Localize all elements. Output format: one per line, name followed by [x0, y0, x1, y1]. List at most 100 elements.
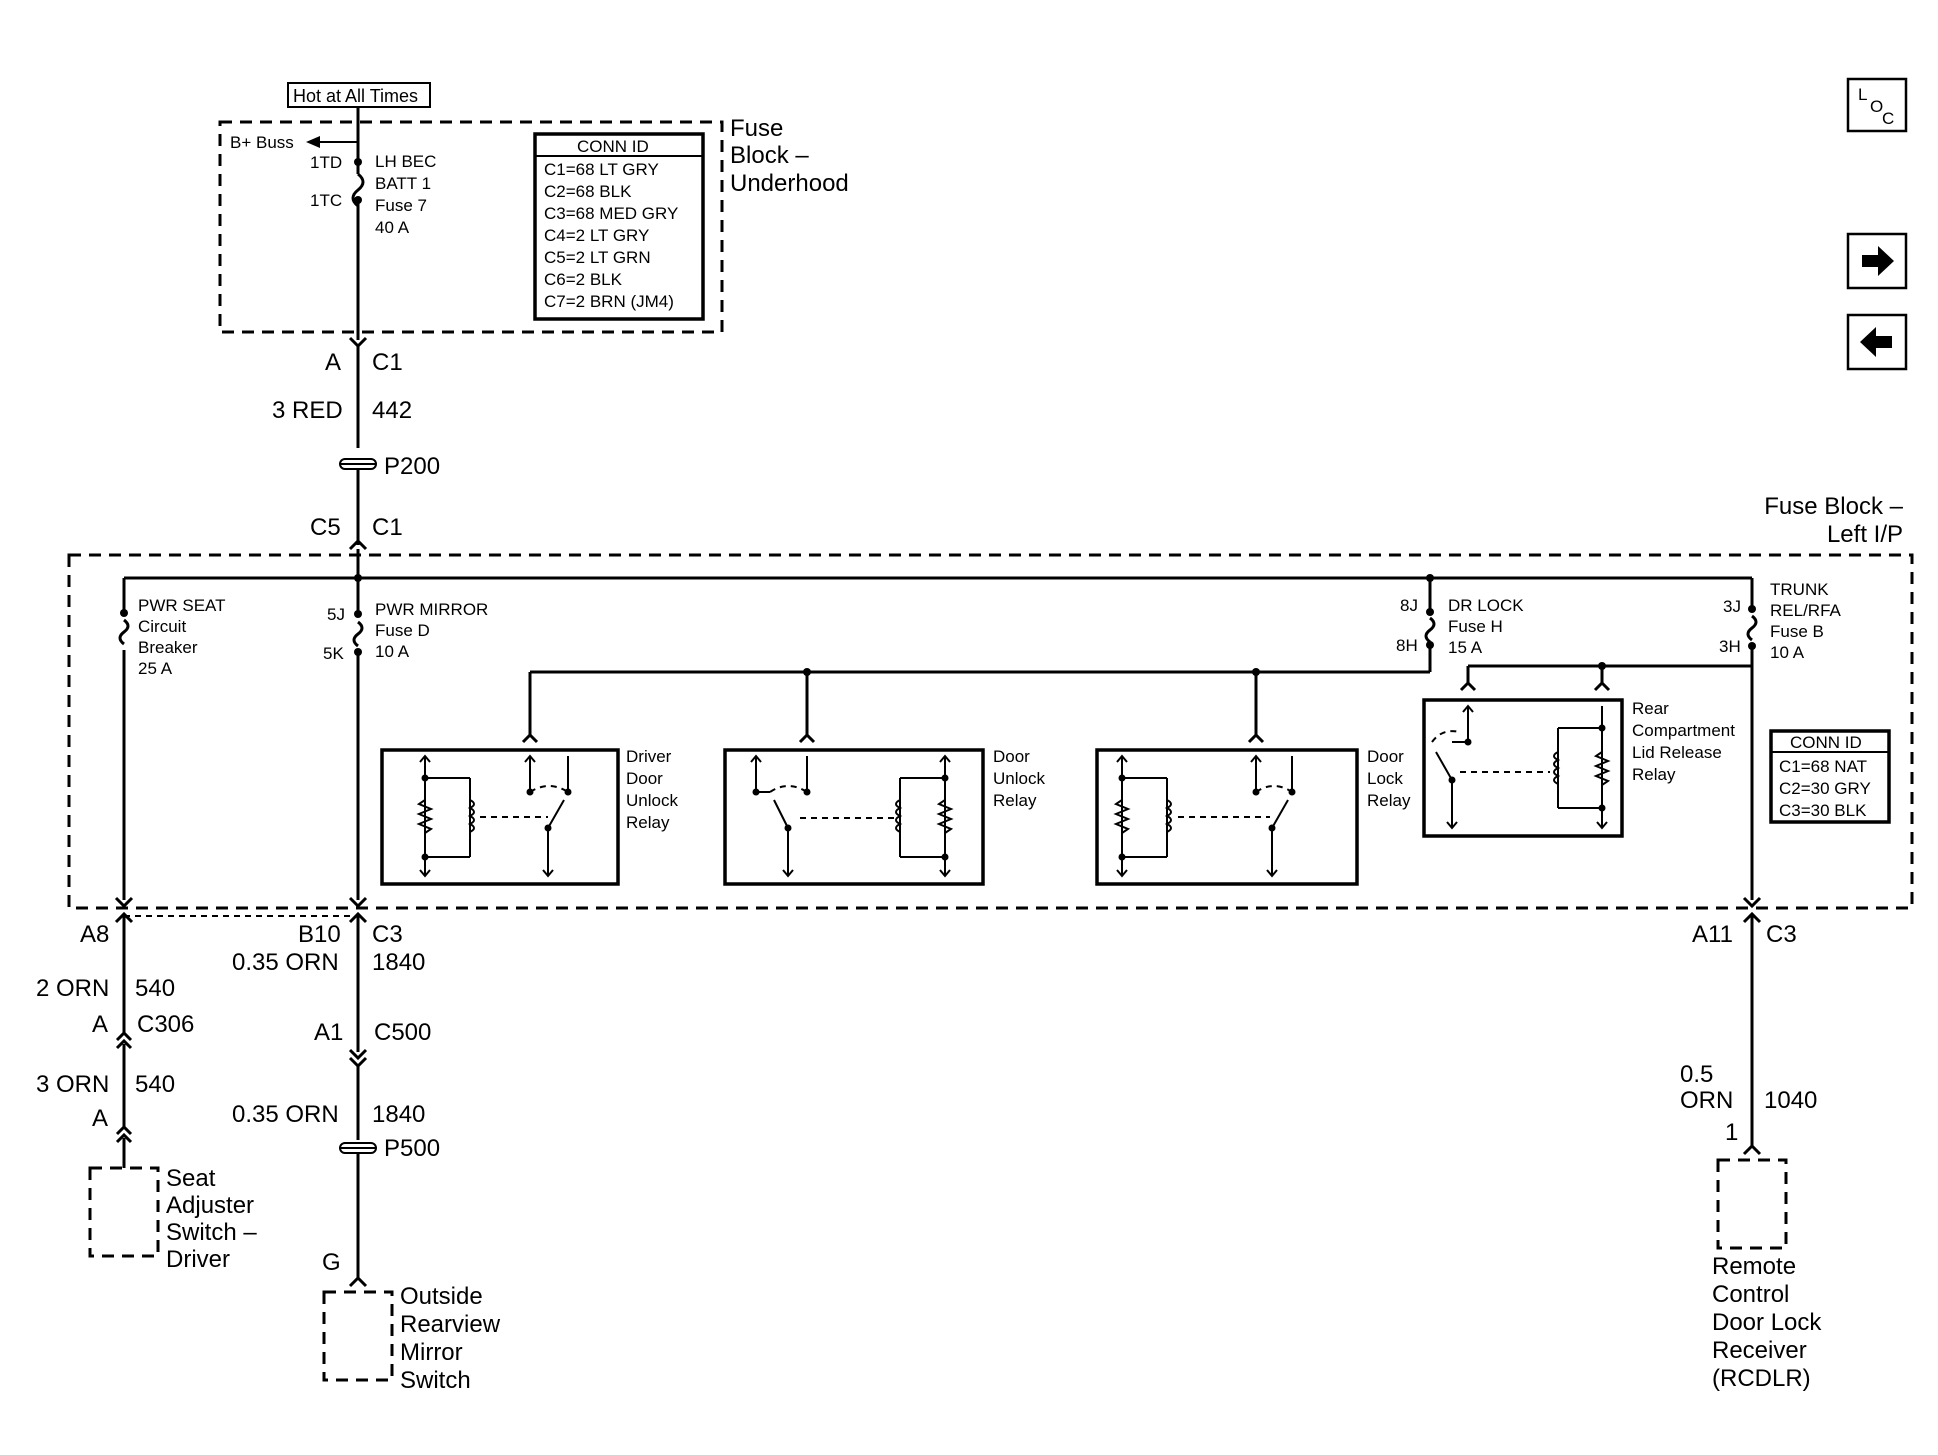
connector-c6-label: C1: [372, 349, 403, 376]
ip-fuse-block-title: Fuse Block – Left I/P: [1764, 493, 1903, 548]
pin-b10: B10: [298, 921, 341, 948]
svg-text:Door: Door: [1367, 747, 1404, 766]
svg-text:Fuse B: Fuse B: [1770, 622, 1824, 641]
svg-text:C2=30 GRY: C2=30 GRY: [1779, 779, 1871, 798]
pin-1tc: 1TC: [310, 191, 342, 210]
pwr-mirror-fuse-label: PWR MIRROR Fuse D 10 A: [375, 600, 488, 661]
svg-text:BATT 1: BATT 1: [375, 174, 431, 193]
svg-text:C1=68 NAT: C1=68 NAT: [1779, 757, 1867, 776]
pin-1: 1: [1725, 1119, 1738, 1146]
svg-text:Relay: Relay: [1632, 765, 1676, 784]
svg-text:Lid Release: Lid Release: [1632, 743, 1722, 762]
pin-a8: A8: [80, 921, 109, 948]
svg-text:REL/RFA: REL/RFA: [1770, 601, 1842, 620]
circuit-1840-lower: 1840: [372, 1101, 425, 1128]
circuit-1840-upper: 1840: [372, 949, 425, 976]
wire-0-5-orn-color: ORN: [1680, 1087, 1733, 1114]
svg-text:C3=30 BLK: C3=30 BLK: [1779, 801, 1867, 820]
connector-c1-label: C1: [372, 514, 403, 541]
seat-adjuster-switch-label: Seat Adjuster Switch – Driver: [166, 1165, 257, 1273]
svg-text:Remote: Remote: [1712, 1253, 1796, 1280]
svg-text:Driver: Driver: [166, 1246, 230, 1273]
svg-text:C7=2 BRN (JM4): C7=2 BRN (JM4): [544, 292, 674, 311]
svg-text:Block –: Block –: [730, 142, 809, 169]
svg-text:Door Lock: Door Lock: [1712, 1309, 1822, 1336]
svg-text:Relay: Relay: [626, 813, 670, 832]
svg-text:Door: Door: [993, 747, 1030, 766]
svg-text:Control: Control: [1712, 1281, 1789, 1308]
svg-text:Relay: Relay: [1367, 791, 1411, 810]
wire-2-orn: 2 ORN: [36, 975, 109, 1002]
svg-text:Fuse H: Fuse H: [1448, 617, 1503, 636]
splice-p200-symbol: [339, 458, 377, 470]
svg-text:Receiver: Receiver: [1712, 1337, 1807, 1364]
rcdlr-label: Remote Control Door Lock Receiver (RCDLR…: [1712, 1253, 1822, 1392]
svg-text:Relay: Relay: [993, 791, 1037, 810]
svg-text:CONN ID: CONN ID: [577, 137, 649, 156]
svg-text:(RCDLR): (RCDLR): [1712, 1365, 1811, 1392]
connector-c5-label: C5: [310, 514, 341, 541]
driver-door-unlock-relay: [380, 748, 620, 886]
svg-text:LH BEC: LH BEC: [375, 152, 436, 171]
door-lock-relay-label: Door Lock Relay: [1367, 747, 1411, 810]
svg-text:Unlock: Unlock: [993, 769, 1045, 788]
rear-compartment-lid-release-relay: [1422, 698, 1624, 838]
underhood-fuse-block-title: Fuse Block – Underhood: [730, 115, 849, 197]
ip-fuse-block-outline: [67, 553, 1914, 910]
pin-a11: A11: [1692, 921, 1733, 948]
svg-text:Underhood: Underhood: [730, 170, 849, 197]
pwr-seat-breaker-label: PWR SEAT Circuit Breaker 25 A: [138, 596, 226, 678]
svg-text:10 A: 10 A: [375, 642, 410, 661]
wire-0-35-orn-lower: 0.35 ORN: [232, 1101, 339, 1128]
pin-1td: 1TD: [310, 153, 342, 172]
trunk-fuse-label: TRUNK REL/RFA Fuse B 10 A: [1770, 580, 1842, 662]
connector-c500-symbol: [348, 1048, 368, 1061]
dr-lock-fuse-label: DR LOCK Fuse H 15 A: [1448, 596, 1524, 657]
svg-text:Seat: Seat: [166, 1165, 216, 1192]
hot-at-all-times-label: Hot at All Times: [287, 82, 431, 108]
splice-p500-label: P500: [384, 1135, 440, 1162]
svg-text:PWR SEAT: PWR SEAT: [138, 596, 226, 615]
svg-text:C2=68 BLK: C2=68 BLK: [544, 182, 632, 201]
splice-p200-label: P200: [384, 453, 440, 480]
svg-text:25 A: 25 A: [138, 659, 173, 678]
splice-p500-symbol: [339, 1142, 377, 1154]
pin-8h: 8H: [1396, 636, 1418, 655]
circuit-1040: 1040: [1764, 1087, 1817, 1114]
pwr-mirror-fuse-symbol: [352, 620, 364, 648]
pin-5j: 5J: [327, 605, 345, 624]
next-page-button[interactable]: [1846, 232, 1908, 290]
previous-page-button[interactable]: [1846, 313, 1908, 371]
svg-text:C5=2 LT GRN: C5=2 LT GRN: [544, 248, 651, 267]
connector-c306-label: C306: [137, 1011, 194, 1038]
pin-3h: 3H: [1719, 637, 1741, 656]
connector-c3-rcdlr: C3: [1766, 921, 1797, 948]
svg-text:C1=68 LT GRY: C1=68 LT GRY: [544, 160, 659, 179]
svg-text:Adjuster: Adjuster: [166, 1192, 254, 1219]
svg-text:C6=2 BLK: C6=2 BLK: [544, 270, 623, 289]
circuit-540-lower: 540: [135, 1071, 175, 1098]
svg-text:L: L: [1858, 85, 1867, 104]
svg-text:Outside: Outside: [400, 1283, 483, 1310]
svg-text:PWR MIRROR: PWR MIRROR: [375, 600, 488, 619]
circuit-442: 442: [372, 397, 412, 424]
svg-text:Fuse: Fuse: [730, 115, 783, 142]
svg-text:C: C: [1882, 109, 1894, 128]
lh-bec-fuse-symbol: [351, 172, 365, 208]
loc-button[interactable]: L O C: [1846, 77, 1908, 133]
underhood-fuse-block-outline: [218, 120, 724, 334]
door-lock-relay: [1095, 748, 1359, 886]
connector-c3-mirror: C3: [372, 921, 403, 948]
svg-text:Driver: Driver: [626, 747, 672, 766]
svg-text:Fuse 7: Fuse 7: [375, 196, 427, 215]
pin-a-c6: A: [325, 349, 341, 376]
svg-text:Fuse Block –: Fuse Block –: [1764, 493, 1903, 520]
rcdlr-outline: [1716, 1158, 1788, 1250]
svg-text:CONN ID: CONN ID: [1790, 733, 1862, 752]
arrow-left-icon: [1860, 327, 1892, 357]
svg-text:Compartment: Compartment: [1632, 721, 1735, 740]
wire-3-red: 3 RED: [272, 397, 343, 424]
dr-lock-fuse-symbol: [1424, 616, 1436, 644]
trunk-fuse-symbol: [1746, 614, 1758, 642]
